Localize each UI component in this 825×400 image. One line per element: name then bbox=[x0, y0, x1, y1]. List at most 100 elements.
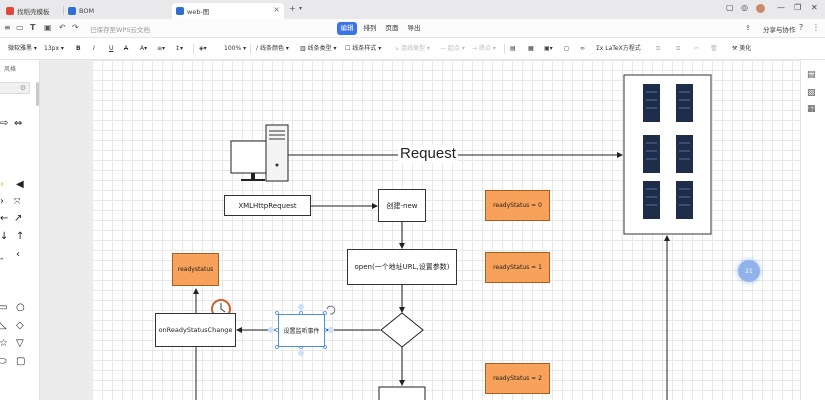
end-point-button[interactable]: → 终点 ▾ bbox=[472, 45, 496, 52]
line-spacing-button[interactable]: ↕▾ bbox=[175, 45, 184, 52]
restore-button[interactable]: ❐ bbox=[794, 3, 802, 12]
triangle-down-shape[interactable]: ▽ bbox=[16, 338, 24, 349]
share-icon[interactable]: ⇪ bbox=[745, 24, 751, 32]
floating-assistant-button[interactable]: 21 bbox=[738, 260, 760, 282]
create-new-node[interactable]: 创建-new bbox=[378, 189, 426, 222]
italic-button[interactable]: I bbox=[93, 45, 95, 52]
outline-icon[interactable]: ▦ bbox=[807, 104, 816, 114]
image-icon[interactable]: ▦ bbox=[528, 45, 534, 52]
folder-icon[interactable]: ▭ bbox=[16, 23, 24, 32]
save-icon[interactable]: ▣ bbox=[44, 23, 52, 32]
double-arrow-shape[interactable]: ⇔ bbox=[14, 118, 23, 129]
font-size-value: 13px bbox=[44, 45, 59, 52]
ellipse-shape[interactable]: ⬭ bbox=[0, 356, 7, 367]
decision-diamond[interactable] bbox=[380, 312, 424, 348]
delete-icon[interactable]: 🗑 bbox=[710, 45, 718, 52]
new-tab-button[interactable]: + bbox=[289, 4, 296, 13]
caret-up-shape[interactable]: ‸ bbox=[0, 249, 4, 260]
tab-list-icon[interactable]: ▢ bbox=[726, 3, 734, 12]
line-color-button[interactable]: ∕ 线条颜色 ▾ bbox=[256, 45, 289, 52]
right-triangle-shape[interactable]: ◺ bbox=[0, 320, 7, 331]
readystatus-1-node[interactable]: readyStatus = 1 bbox=[485, 252, 550, 283]
bold-button[interactable]: B bbox=[76, 45, 81, 52]
cloud-sync-icon[interactable]: ◎ bbox=[741, 3, 748, 12]
rounded-rect-shape[interactable]: ▭ bbox=[0, 302, 8, 313]
expand-arrows-shape[interactable]: ⤧ bbox=[14, 197, 21, 206]
share-collaborate-button[interactable]: 分享与协作 bbox=[763, 26, 796, 34]
format-painter-button[interactable]: ⚒ 美化 bbox=[732, 45, 752, 52]
line-style-button[interactable]: ☐ 线条样式 ▾ bbox=[345, 45, 382, 52]
tab-template[interactable]: 找稻壳模板 bbox=[2, 3, 62, 19]
link-icon[interactable]: ∞ bbox=[580, 45, 585, 52]
readystatus-0-node[interactable]: readyStatus = 0 bbox=[485, 190, 550, 221]
set-listener-node[interactable]: 设置监听事件 bbox=[278, 314, 325, 347]
readystatus-node[interactable]: readystatus bbox=[172, 253, 219, 286]
chevron-down-icon[interactable]: ▾ bbox=[299, 5, 303, 12]
circle-shape[interactable]: ○ bbox=[16, 302, 25, 313]
xmlhttprequest-node[interactable]: XMLHttpRequest bbox=[224, 195, 311, 216]
caret-left-shape[interactable]: ‹ bbox=[16, 249, 20, 260]
connector-type-button[interactable]: ↘ 连线类型 ▾ bbox=[394, 45, 430, 52]
connection-points[interactable] bbox=[268, 304, 334, 356]
connector-type-label: 连线类型 bbox=[400, 45, 425, 52]
comment-icon[interactable]: ◻ bbox=[564, 45, 569, 52]
redo-icon[interactable]: ↷ bbox=[72, 23, 79, 32]
latex-label: LaTeX方程式 bbox=[605, 45, 641, 52]
line-style-label: 线条样式 bbox=[352, 45, 377, 52]
rotate-handle-icon[interactable] bbox=[326, 305, 336, 315]
font-family-select[interactable]: 微软雅黑 ▾ bbox=[8, 45, 37, 52]
open-node[interactable]: open(一个地址URL,设置参数) bbox=[347, 249, 457, 285]
avatar[interactable] bbox=[756, 4, 765, 13]
copy-icon[interactable]: ⧉ bbox=[656, 45, 661, 52]
arrow-left-shape[interactable]: ← bbox=[0, 213, 9, 224]
arrow-up-right-shape[interactable]: ↗ bbox=[14, 213, 23, 224]
chevron-right-shape[interactable]: › bbox=[0, 196, 4, 207]
tab-web-diagram[interactable]: web-图 × bbox=[172, 3, 284, 19]
diamond-shape[interactable]: ◇ bbox=[16, 320, 24, 331]
server-container[interactable] bbox=[623, 74, 712, 235]
readystatus-2-node[interactable]: readyStatus = 2 bbox=[485, 363, 550, 394]
zoom-select[interactable]: 100% ▾ bbox=[224, 45, 247, 52]
minimize-button[interactable]: — bbox=[777, 3, 785, 12]
process-box[interactable] bbox=[378, 386, 426, 400]
tab-bom[interactable]: BOM bbox=[64, 3, 170, 19]
star-shape[interactable]: ☆ bbox=[0, 338, 8, 349]
page-properties-icon[interactable]: ▤ bbox=[807, 70, 816, 80]
undo-icon[interactable]: ↶ bbox=[59, 23, 66, 32]
underline-button[interactable]: U bbox=[109, 45, 114, 52]
panel-scrollbar[interactable] bbox=[36, 82, 39, 106]
align-button[interactable]: ≡▾ bbox=[157, 45, 166, 52]
help-icon[interactable]: ? bbox=[799, 23, 804, 32]
arrow-down-shape[interactable]: ↓ bbox=[0, 231, 9, 242]
container-icon[interactable]: ▣▾ bbox=[544, 45, 553, 52]
chevron-shape[interactable]: › bbox=[0, 179, 4, 190]
shape-search-input[interactable]: ⚙ bbox=[0, 82, 30, 94]
settings-icon[interactable]: ⚙ bbox=[19, 84, 26, 92]
strikethrough-button[interactable]: A bbox=[124, 45, 129, 52]
paste-icon[interactable]: ⧉ bbox=[676, 45, 681, 52]
rectangle-shape[interactable]: ▢ bbox=[16, 356, 26, 367]
text-format-icon[interactable]: T bbox=[30, 23, 36, 32]
more-icon[interactable]: ⋮ bbox=[812, 23, 820, 32]
menu-export[interactable]: 导出 bbox=[407, 24, 421, 32]
request-label[interactable]: Request bbox=[398, 145, 458, 163]
table-icon[interactable]: ▤ bbox=[510, 45, 516, 52]
menu-arrange[interactable]: 排列 bbox=[363, 24, 377, 32]
triangle-left-shape[interactable]: ◀ bbox=[16, 179, 24, 190]
arrow-right-shape[interactable]: ⇨ bbox=[0, 118, 9, 129]
tab-close-icon[interactable]: × bbox=[273, 5, 280, 14]
onreadystatuschange-node[interactable]: onReadyStatusChange bbox=[155, 313, 236, 347]
arrow-up-shape[interactable]: ↑ bbox=[16, 231, 25, 242]
cut-icon[interactable]: ✂ bbox=[694, 45, 700, 52]
start-point-button[interactable]: — 起点 ▾ bbox=[440, 45, 465, 52]
latex-button[interactable]: Σx LaTeX方程式 bbox=[596, 45, 641, 52]
close-window-button[interactable]: ✕ bbox=[811, 3, 818, 12]
layers-icon[interactable]: ▧ bbox=[807, 88, 816, 98]
font-size-select[interactable]: 13px ▾ bbox=[44, 45, 64, 52]
line-type-button[interactable]: ▥ 线条类型 ▾ bbox=[300, 45, 337, 52]
menu-page[interactable]: 页面 bbox=[385, 24, 399, 32]
text-color-button[interactable]: A▾ bbox=[140, 45, 148, 52]
hamburger-menu-icon[interactable]: ≡ bbox=[4, 23, 11, 32]
fill-color-button[interactable]: ◈▾ bbox=[199, 45, 207, 52]
menu-edit[interactable]: 编辑 bbox=[337, 22, 357, 35]
